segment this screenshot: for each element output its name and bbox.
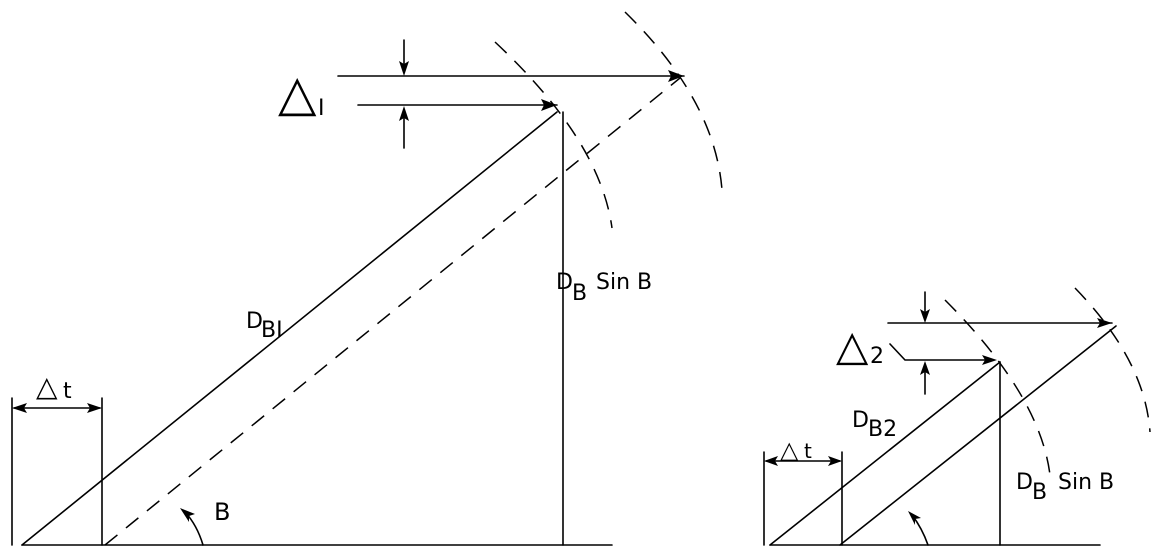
left-vert-label-rest: Sin B [596,270,652,295]
left-dt-letter: t [63,379,72,404]
right-arc-outer [1074,287,1151,433]
right-vert-label-rest: Sin B [1058,470,1114,495]
right-dt-head-right [828,456,842,466]
left-dim-top-head [399,61,409,76]
right-hyp-label-main: D [852,408,869,433]
right-extension-lower [889,343,995,361]
right-delta-symbol: △ [836,321,869,370]
left-arc-inner [494,41,613,229]
left-angle-label: B [214,498,230,526]
right-angle-arrowhead [908,511,921,525]
left-hyp-label-sub: BI [261,318,283,343]
left-hypotenuse-dashed [104,77,681,546]
left-dt-delta-symbol: △ [36,370,58,403]
left-delta-symbol: △ [278,64,317,122]
right-dt-delta-symbol: △ [780,436,799,464]
left-arrowhead-lower [541,99,557,111]
left-hypotenuse-solid [21,111,558,546]
right-hyp-label-sub: B2 [868,417,897,442]
left-angle-arrowhead [180,508,195,522]
right-arrowhead-upper [1097,318,1112,328]
right-hypotenuse-second [839,325,1117,546]
right-dt-letter: t [804,439,812,463]
right-dt-head-left [764,456,778,466]
left-vert-label-main: D [556,270,573,295]
left-figure: △ I D BI D B Sin B △ t B [11,11,723,546]
left-arrowhead-upper [668,70,684,82]
right-delta-subscript: 2 [870,344,884,369]
right-vert-label-sub: B [1032,480,1047,505]
left-dt-head-right [87,403,102,413]
left-dt-head-left [12,403,27,413]
right-dim-bottom-head [920,361,930,375]
right-hypotenuse-solid [769,361,1001,546]
right-arc-inner [944,299,1051,476]
left-vert-label-sub: B [572,281,587,306]
right-figure: △ 2 D B2 D B Sin B △ t [763,287,1151,546]
left-dim-bottom-head [399,106,409,121]
left-hyp-label-main: D [246,309,263,334]
right-arrowhead-lower [982,355,997,365]
left-delta-subscript: I [318,96,325,121]
left-arc-outer [624,11,723,191]
right-vert-label-main: D [1016,470,1033,495]
right-dim-top-head [920,309,930,323]
